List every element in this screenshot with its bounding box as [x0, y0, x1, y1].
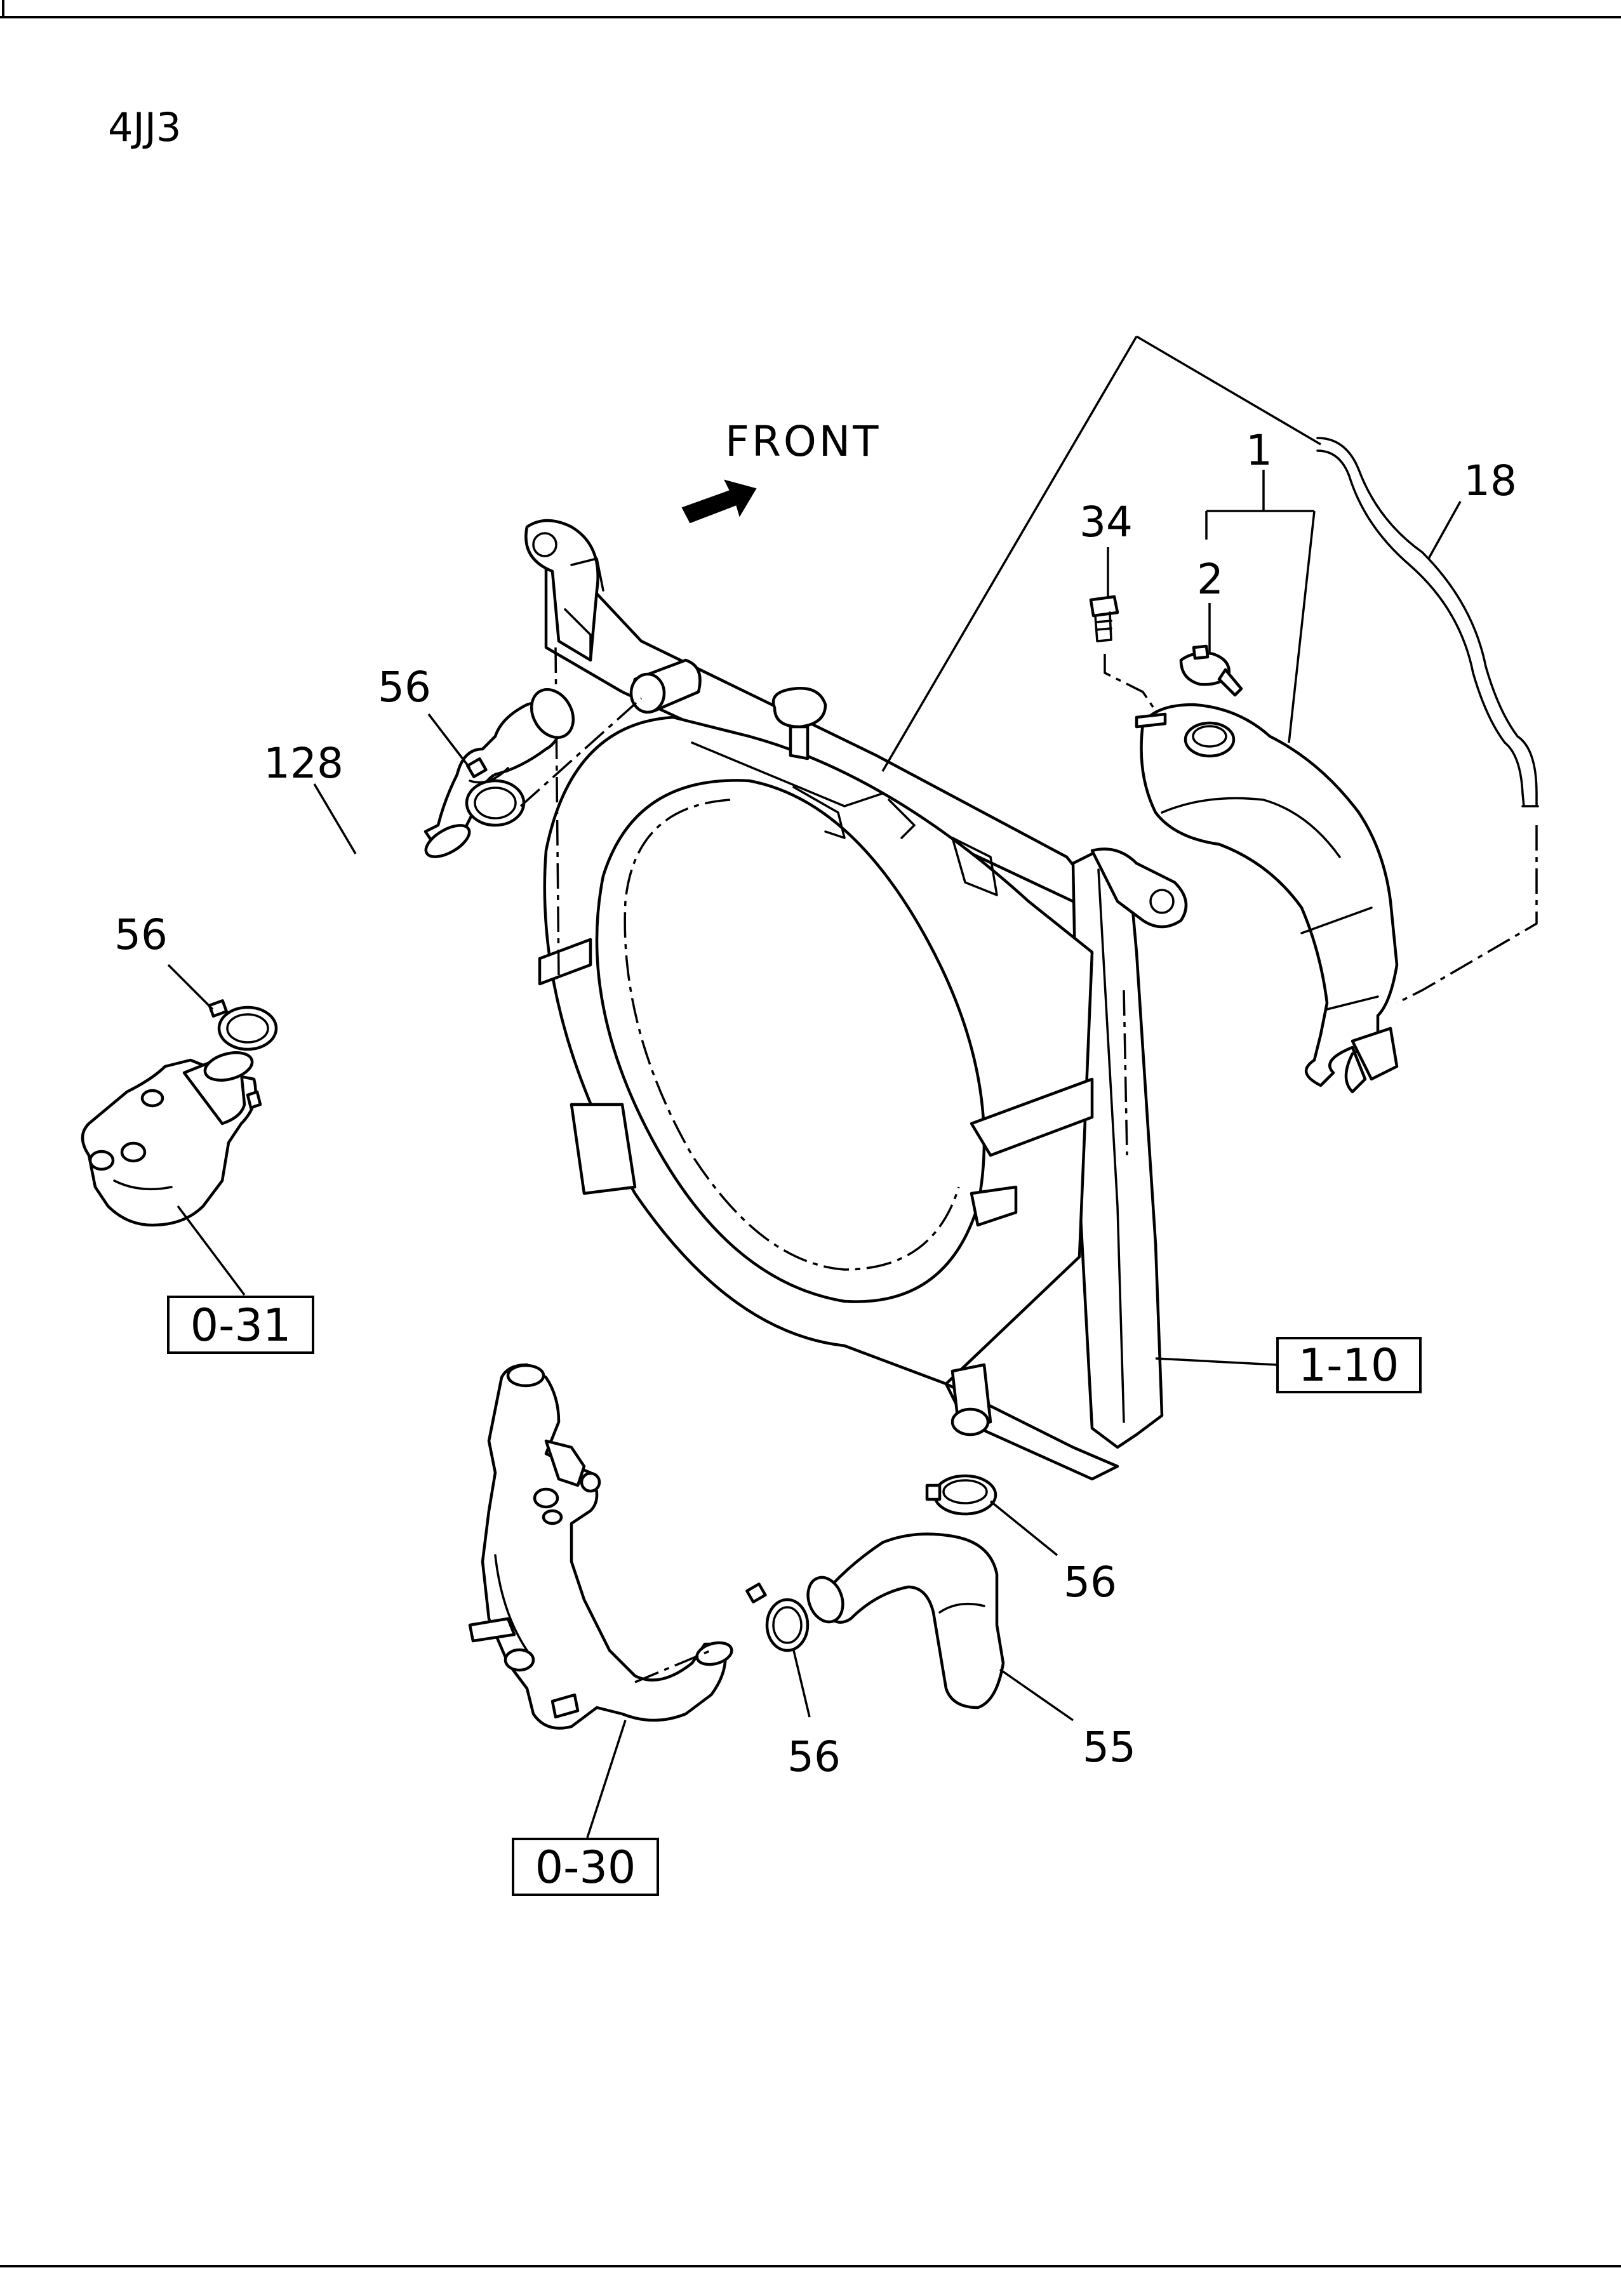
bracket-1-right	[1288, 510, 1316, 743]
leader-18	[1427, 501, 1462, 559]
arrow-icon	[681, 479, 757, 524]
reserve-tank	[1089, 595, 1399, 1094]
callout-128: 128	[263, 739, 344, 788]
leader-56-top	[427, 713, 471, 769]
clamp-upper-outlet	[208, 999, 278, 1051]
ref-box-1-10[interactable]: 1-10	[1276, 1337, 1422, 1393]
leader-56-right	[989, 1500, 1058, 1556]
leader-tree-to-cap	[881, 336, 1138, 772]
ref-box-0-31[interactable]: 0-31	[167, 1296, 314, 1354]
leader-0-31	[177, 1205, 246, 1296]
leader-tree-to-hose	[1136, 335, 1321, 446]
leader-56-left	[167, 964, 214, 1011]
clamp-lower-pipe	[745, 1583, 810, 1652]
front-label: FRONT	[725, 417, 881, 466]
callout-2: 2	[1197, 555, 1224, 604]
thermostat-housing	[81, 1051, 262, 1227]
ref-label-0-31: 0-31	[190, 1299, 291, 1351]
leader-1-10	[1155, 1357, 1277, 1366]
callout-56-bottom: 56	[787, 1732, 841, 1781]
radiator-assembly	[524, 519, 1188, 1481]
tank-cap	[1179, 644, 1243, 697]
callout-55: 55	[1083, 1723, 1136, 1772]
water-pipe	[468, 1363, 733, 1730]
callout-1: 1	[1246, 426, 1272, 475]
lower-hose	[806, 1532, 1005, 1709]
ref-label-1-10: 1-10	[1298, 1339, 1399, 1391]
leader-56-bottom	[792, 1650, 811, 1718]
ref-box-0-30[interactable]: 0-30	[512, 1838, 659, 1896]
leader-128	[313, 783, 357, 854]
bolt	[1089, 595, 1119, 642]
ref-label-0-30: 0-30	[535, 1841, 636, 1894]
callout-34: 34	[1079, 498, 1133, 547]
overflow-hose	[1316, 437, 1539, 1004]
callout-56-right: 56	[1064, 1558, 1117, 1607]
clamp-upper-radiator	[465, 757, 526, 827]
callout-18: 18	[1464, 456, 1517, 505]
upper-hose	[424, 688, 575, 858]
engine-code: 4JJ3	[108, 104, 181, 150]
callout-56-left: 56	[114, 910, 168, 959]
leader-55	[999, 1668, 1074, 1722]
clamp-lower-radiator	[925, 1474, 997, 1516]
callout-56-top: 56	[378, 663, 431, 712]
leader-0-30	[586, 1720, 627, 1838]
